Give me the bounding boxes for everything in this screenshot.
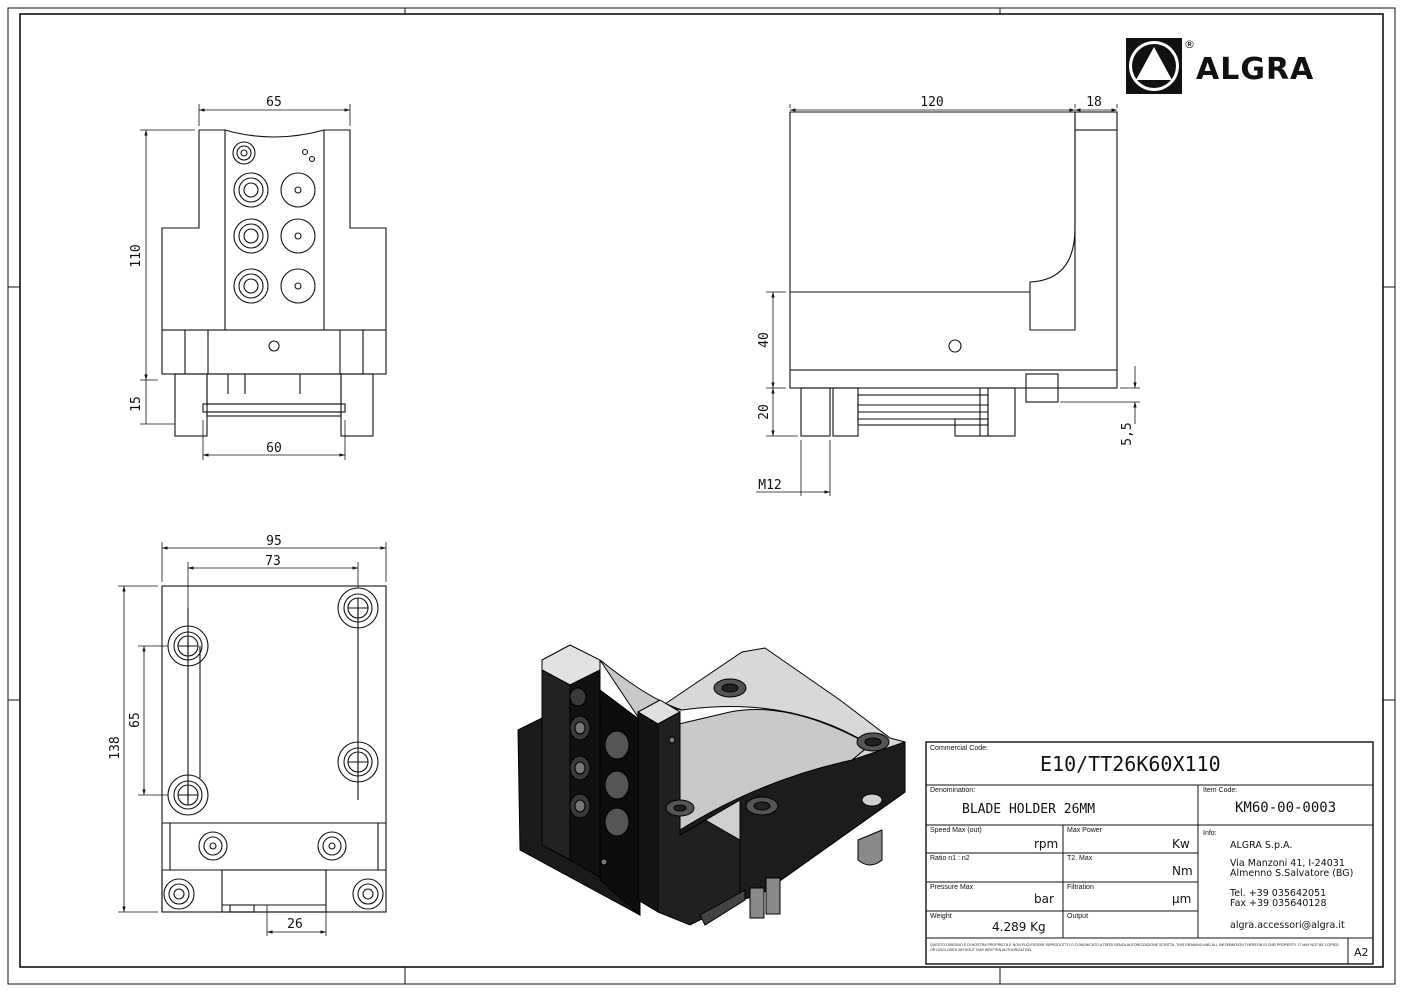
dim-bottom-width: 95 [266,534,282,549]
fax: Fax +39 035640128 [1230,898,1327,909]
ratio-label: Ratio n1 : n2 [930,855,970,862]
sheet-size: A2 [1354,946,1369,959]
dim-bottom-height: 138 [108,736,123,759]
dim-front-slot: 60 [266,441,282,456]
denomination: BLADE HOLDER 26MM [962,802,1096,817]
email: algra.accessori@algra.it [1230,920,1345,931]
dim-side-length: 120 [920,95,943,110]
output-label: Output [1067,913,1089,920]
info-label: Info: [1203,830,1217,837]
torque-label: T2. Max [1067,855,1093,862]
algra-logo-icon [1126,38,1182,94]
bottom-view [161,585,387,913]
dim-front-base: 15 [129,396,144,412]
speed-unit: rpm [1034,837,1059,851]
dim-side-thread: M12 [758,478,781,493]
isometric-render [517,644,906,926]
commercial-code: E10/TT26K60X110 [1040,752,1221,776]
weight-value: 4.289 Kg [992,920,1046,934]
pressure-label: Pressure Max [930,884,974,891]
address-line-2: Almenno S.Salvatore (BG) [1230,868,1354,879]
company-name: ALGRA S.p.A. [1230,840,1293,851]
dim-side-lip: 18 [1086,95,1102,110]
dim-bottom-spacing: 65 [128,712,143,728]
brand-name: ALGRA [1196,52,1315,87]
registered-mark: ® [1184,38,1195,51]
front-view-dimensions [140,104,351,460]
address-line-1: Via Manzoni 41, I-24031 [1230,858,1345,869]
commercial-code-label: Commercial Code: [930,745,988,752]
bottom-view-dimensions [118,542,387,936]
side-view [789,111,1118,437]
sheet-border [7,7,1396,985]
item-code: KM60-00-0003 [1235,800,1337,816]
title-block-frame [925,741,1374,965]
item-code-label: Item Code: [1203,787,1238,794]
dim-bottom-slot: 26 [287,917,303,932]
pressure-unit: bar [1034,892,1054,906]
dim-side-offset: 5,5 [1120,422,1135,445]
power-label: Max Power [1067,827,1103,834]
dim-side-pin: 20 [757,404,772,420]
torque-unit: Nm [1172,864,1193,878]
denomination-label: Denomination: [930,787,976,794]
telephone: Tel. +39 035642051 [1230,888,1327,899]
dim-front-height: 110 [129,244,144,267]
front-view [161,129,387,437]
dim-bottom-holes: 73 [265,554,281,569]
dim-front-width: 65 [266,95,282,110]
weight-label: Weight [930,913,952,920]
dim-side-height: 40 [757,332,772,348]
filtration-label: Filtration [1067,884,1094,891]
power-unit: Kw [1172,837,1190,851]
speed-label: Speed Max (out) [930,827,982,834]
side-view-dimensions [756,104,1140,496]
filtration-unit: µm [1172,892,1192,906]
legal-disclaimer: QUESTO DISEGNO È DI NOSTRA PROPRIETÀ E N… [930,943,1339,952]
